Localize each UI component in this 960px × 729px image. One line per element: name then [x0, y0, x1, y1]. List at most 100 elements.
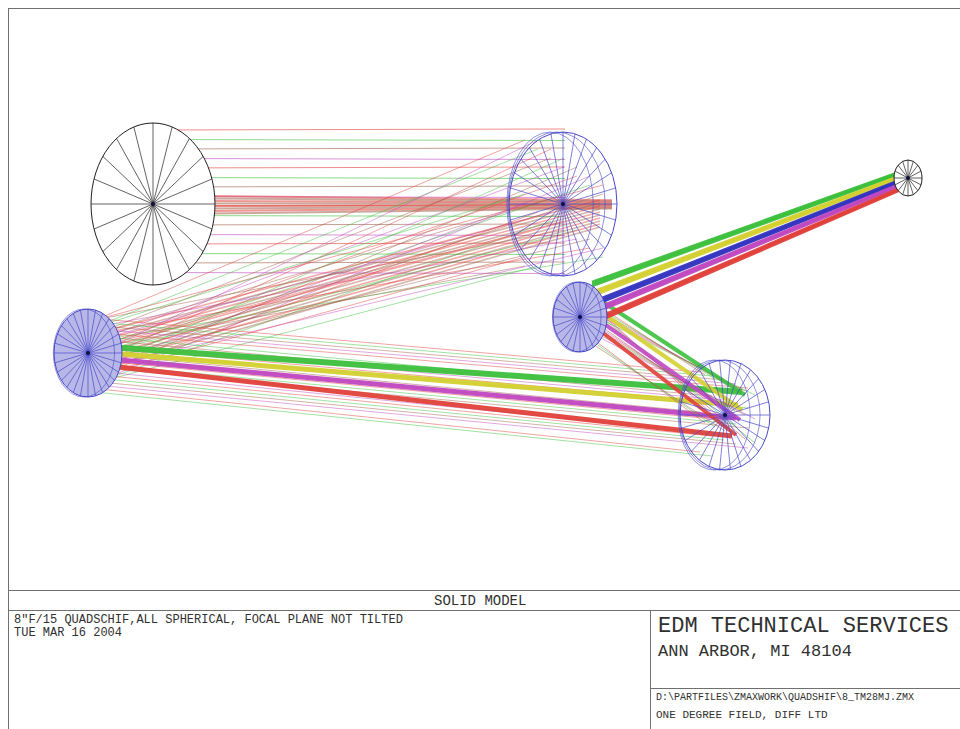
disk-spoke — [153, 204, 154, 285]
disk-spoke — [681, 415, 725, 428]
lens-disk — [553, 282, 607, 352]
disk-spoke — [903, 161, 908, 178]
disk-spoke — [580, 282, 581, 317]
disk-spoke — [908, 178, 922, 179]
disk-spoke — [563, 204, 575, 274]
disk-spoke — [894, 178, 908, 179]
disk-spoke — [908, 178, 918, 191]
disk-spoke — [88, 309, 89, 353]
disk-spoke — [153, 204, 215, 205]
frame-line — [650, 610, 651, 729]
frame-line — [650, 688, 960, 689]
disk-spoke — [103, 204, 153, 252]
disk-spoke — [103, 156, 153, 204]
ray — [150, 140, 565, 141]
disk-spoke — [88, 353, 89, 397]
disk-spoke — [554, 317, 580, 326]
disk-spoke — [725, 415, 759, 451]
disk-spoke — [725, 415, 730, 470]
disk-spoke — [908, 165, 918, 178]
ray — [150, 148, 565, 149]
disk-center — [86, 351, 90, 355]
field-note: ONE DEGREE FIELD, DIFF LTD — [656, 710, 828, 721]
disk-spoke — [563, 204, 564, 276]
disk-spoke — [898, 165, 908, 178]
ray — [582, 328, 755, 419]
disk-center — [561, 202, 565, 206]
disk-spoke — [557, 317, 580, 335]
lens-disk — [894, 160, 922, 196]
lens-disk — [91, 123, 215, 285]
disk-spoke — [153, 138, 189, 204]
date-stamp: TUE MAR 16 2004 — [14, 627, 122, 639]
disk-spoke — [551, 134, 563, 204]
disk-spoke — [88, 353, 122, 354]
disk-center — [578, 315, 582, 319]
ray — [90, 381, 736, 444]
disk-spoke — [153, 204, 203, 252]
disk-spoke — [580, 300, 603, 318]
ray — [592, 184, 905, 314]
disk-spoke — [117, 204, 153, 270]
disk-spoke — [88, 353, 103, 393]
ray — [150, 159, 565, 160]
disk-spoke — [908, 178, 909, 196]
disk-spoke — [153, 123, 154, 204]
disk-edge — [507, 132, 593, 276]
disk-spoke — [117, 138, 153, 204]
disk-spoke — [55, 353, 88, 363]
disk-spoke — [88, 353, 96, 396]
ray — [592, 180, 905, 306]
disk-spoke — [509, 204, 563, 205]
ray — [110, 359, 736, 418]
disk-spoke — [80, 310, 88, 353]
ray — [110, 366, 732, 436]
title-block-frame — [8, 9, 960, 729]
disk-spoke — [54, 353, 88, 354]
disk-spoke — [540, 204, 563, 269]
optical-elements — [53, 123, 922, 470]
disk-spoke — [580, 317, 607, 318]
disk-spoke — [563, 204, 617, 205]
ray — [90, 385, 748, 449]
disk-spoke — [153, 127, 172, 204]
disk-spoke — [908, 171, 921, 178]
lens-disk — [54, 309, 122, 397]
disk-spoke — [540, 139, 563, 204]
frame-line — [8, 590, 960, 591]
disk-spoke — [709, 415, 725, 466]
disk-spoke — [563, 132, 564, 204]
disk-spoke — [510, 204, 563, 220]
disk-spoke — [898, 178, 908, 191]
drawing-title: SOLID MODEL — [434, 594, 526, 608]
disk-edge — [678, 360, 750, 470]
disk-spoke — [153, 204, 189, 270]
design-description: 8"F/15 QUADSCHIF,ALL SPHERICAL, FOCAL PL… — [14, 614, 403, 626]
disk-spoke — [720, 360, 725, 415]
disk-spoke — [685, 415, 725, 441]
disk-spoke — [580, 308, 606, 317]
disk-edge — [53, 309, 114, 397]
disk-spoke — [153, 156, 203, 204]
disk-spoke — [580, 317, 581, 352]
drawing-frame — [9, 9, 960, 729]
disk-center — [906, 176, 910, 180]
disk-spoke — [725, 364, 741, 415]
disk-spoke — [573, 283, 580, 317]
disk-spoke — [153, 204, 172, 281]
disk-spoke — [563, 139, 586, 204]
disk-spoke — [73, 313, 88, 353]
ray — [594, 326, 736, 435]
disk-spoke — [153, 204, 212, 229]
file-path: D:\PARTFILES\ZMAXWORK\QUADSHIF\8_TM28MJ.… — [656, 693, 914, 703]
disk-spoke — [514, 204, 563, 235]
disk-spoke — [563, 188, 616, 204]
disk-spoke — [680, 415, 725, 416]
disk-spoke — [553, 317, 580, 318]
disk-spoke — [691, 379, 725, 415]
ray — [150, 129, 565, 130]
disk-center — [723, 413, 727, 417]
ray — [592, 188, 905, 324]
disk-spoke — [567, 287, 581, 317]
frame-line — [8, 610, 960, 611]
